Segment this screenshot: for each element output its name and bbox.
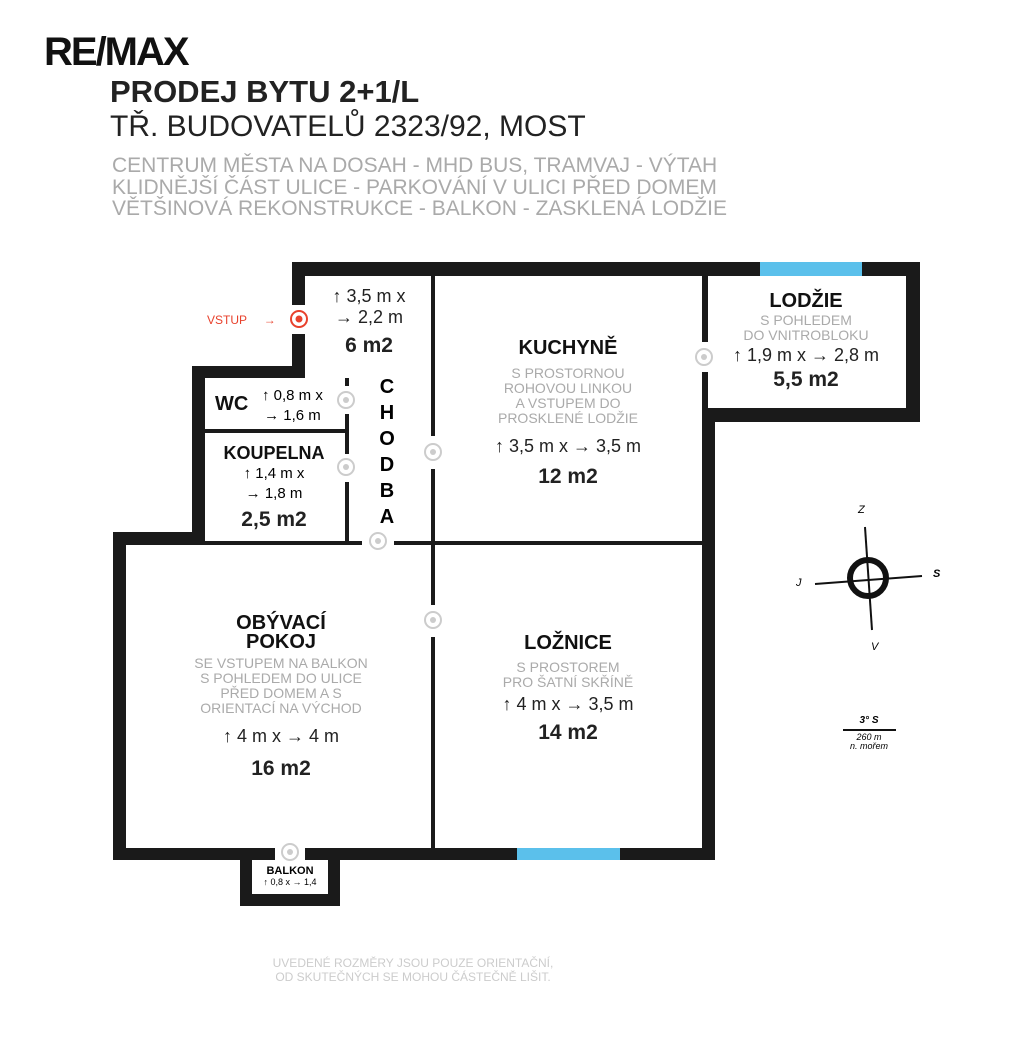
compass-south: V (871, 641, 879, 653)
disclaimer: UVEDENÉ ROZMĚRY JSOU POUZE ORIENTAČNÍ,OD… (272, 956, 554, 984)
room-kitchen: KUCHYNĚ S PROSTORNOU ROHOVOU LINKOU A VS… (494, 337, 642, 488)
compass-west: J (796, 577, 802, 589)
window (517, 848, 620, 860)
room-balcony: BALKON ↑ 0,8 x → 1,4 (263, 865, 317, 887)
feature-line: CENTRUM MĚSTA NA DOSAH - MHD BUS, TRAMVA… (112, 154, 718, 177)
remax-logo: RE/MAX (44, 30, 190, 74)
door-markers (281, 348, 713, 861)
hall-label: CHODBA (379, 376, 395, 528)
compass-north: Z (858, 504, 865, 516)
room-bedroom: LOŽNICE S PROSTOREM PRO ŠATNÍ SKŘÍNĚ ↑ 4… (502, 632, 634, 744)
listing-address: TŘ. BUDOVATELŮ 2323/92, MOST (110, 110, 586, 143)
window (760, 262, 862, 276)
listing-title: PRODEJ BYTU 2+1/L (110, 74, 420, 109)
room-hall: ↑ 3,5 m x → 2,2 m 6 m2 (332, 286, 406, 357)
room-bathroom: KOUPELNA ↑ 1,4 m x → 1,8 m 2,5 m2 (223, 443, 325, 531)
latitude: 3° S (859, 715, 879, 726)
room-living: OBÝVACÍ POKOJ SE VSTUPEM NA BALKON S POH… (194, 612, 368, 780)
compass-east: S (933, 568, 941, 580)
compass-icon (814, 526, 923, 631)
entry-label: VSTUP → (207, 313, 276, 327)
wc-label: WC (215, 393, 249, 415)
room-loggia: LODŽIE S POHLEDEM DO VNITROBLOKU ↑ 1,9 m… (732, 290, 880, 391)
wc-dims: ↑ 0,8 m x→ 1,6 m (262, 387, 323, 424)
feature-line: KLIDNĚJŠÍ ČÁST ULICE - PARKOVÁNÍ V ULICI… (112, 176, 717, 199)
feature-line: VĚTŠINOVÁ REKONSTRUKCE - BALKON - ZASKLE… (112, 197, 727, 220)
